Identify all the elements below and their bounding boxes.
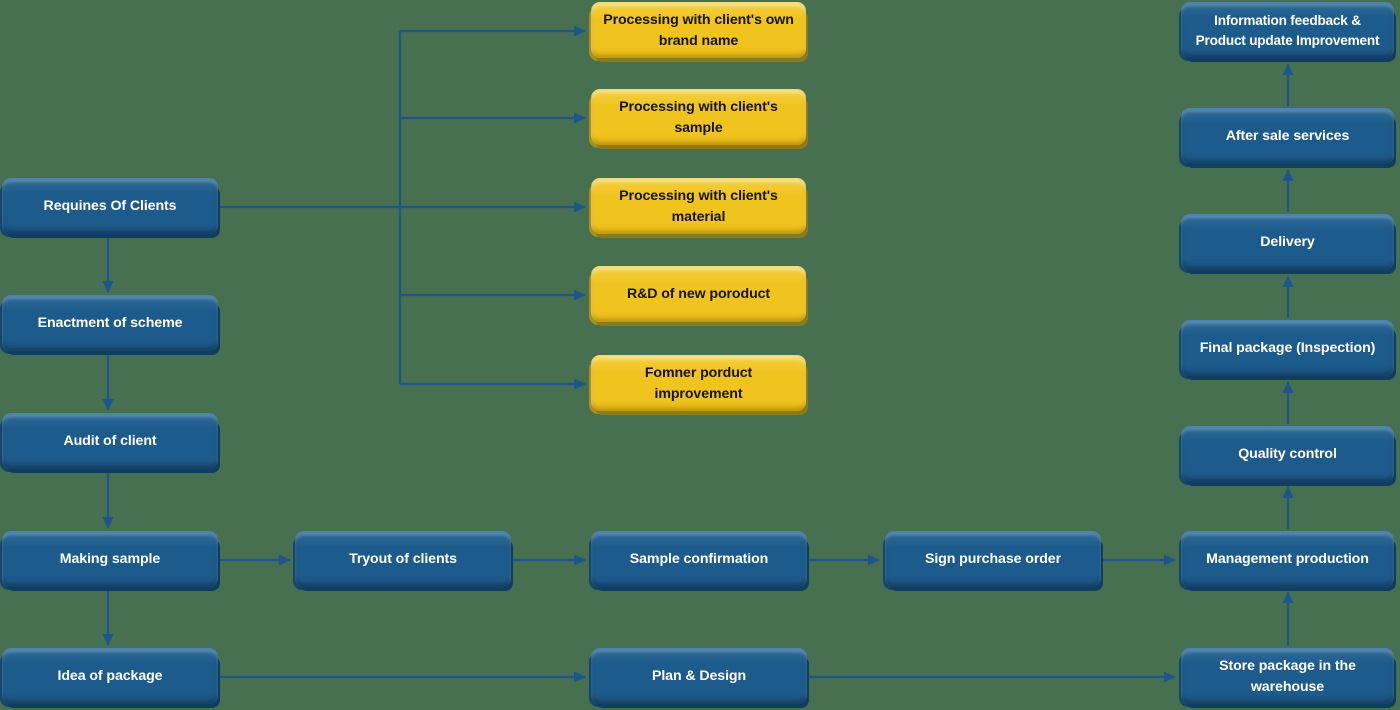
node-label: Making sample [59,551,161,568]
node-label: Information feedback & Product update Im… [1195,12,1380,48]
node-label: Processing with client's sample [619,98,778,136]
node-plan-and-design: Plan & Design [591,650,807,704]
node-processing-own-brand-name: Processing with client's own brand name [591,4,806,58]
node-label: Enactment of scheme [37,315,183,332]
node-label: Plan & Design [651,668,747,685]
node-label: Fomner porduct improvement [644,364,753,402]
node-store-package-in-warehouse: Store package in the warehouse [1181,650,1394,704]
node-management-production: Management production [1181,533,1394,587]
node-after-sale-services: After sale services [1181,110,1394,164]
node-label: Quality control [1238,446,1337,463]
node-enactment-of-scheme: Enactment of scheme [2,297,218,351]
node-audit-of-client: Audit of client [2,415,218,469]
node-sample-confirmation: Sample confirmation [591,533,807,587]
node-processing-client-sample: Processing with client's sample [591,91,806,145]
node-final-package-inspection: Final package (Inspection) [1181,322,1394,376]
node-idea-of-package: Idea of package [2,650,218,704]
node-label: Store package in the warehouse [1219,657,1356,695]
node-information-feedback: Information feedback & Product update Im… [1181,4,1394,58]
node-sign-purchase-order: Sign purchase order [885,533,1101,587]
node-requines-of-clients: Requines Of Clients [2,180,218,234]
node-quality-control: Quality control [1181,428,1394,482]
node-processing-client-material: Processing with client's material [591,180,806,234]
node-label: Delivery [1260,234,1315,251]
node-label: Processing with client's material [619,187,778,225]
node-rd-of-new-product: R&D of new poroduct [591,268,806,322]
node-delivery: Delivery [1181,216,1394,270]
node-former-product-improvement: Fomner porduct improvement [591,357,806,411]
node-label: R&D of new poroduct [626,286,771,303]
node-label: Processing with client's own brand name [603,11,794,49]
node-label: After sale services [1225,128,1350,145]
node-label: Tryout of clients [349,551,457,568]
node-label: Requines Of Clients [43,198,177,215]
node-label: Management production [1206,551,1369,568]
node-label: Audit of client [63,433,157,450]
node-label: Idea of package [57,668,163,685]
node-label: Sign purchase order [924,551,1062,568]
node-tryout-of-clients: Tryout of clients [295,533,511,587]
node-label: Sample confirmation [629,551,769,568]
node-making-sample: Making sample [2,533,218,587]
node-label: Final package (Inspection) [1199,340,1376,357]
service-branch-arrows [218,25,586,390]
